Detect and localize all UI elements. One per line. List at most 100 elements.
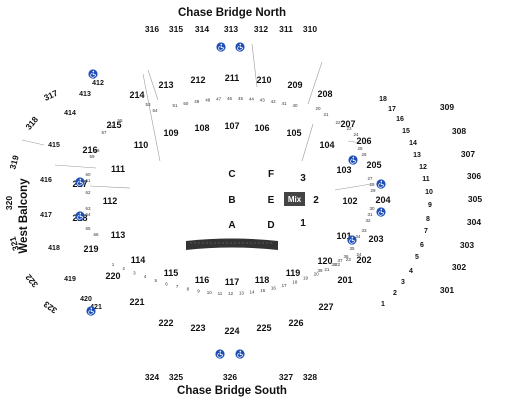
section-116-lower-bowl[interactable]: 116 (195, 275, 210, 285)
section-119-lower-bowl[interactable]: 119 (286, 268, 301, 278)
section-305-east-300s[interactable]: 305 (468, 194, 482, 204)
section-103-lower-bowl[interactable]: 103 (336, 165, 351, 175)
section-302-east-300s[interactable]: 302 (452, 262, 466, 272)
section-106-lower-bowl[interactable]: 106 (254, 123, 269, 133)
section-323-west-balcony[interactable]: 323 (41, 299, 59, 315)
floor-section-c[interactable]: C (228, 169, 235, 180)
section-216-mid-level[interactable]: 216 (82, 145, 97, 155)
section-318-west-balcony[interactable]: 318 (23, 114, 40, 132)
section-104-lower-bowl[interactable]: 104 (319, 140, 334, 150)
section-207-mid-level[interactable]: 207 (340, 119, 355, 129)
section-326-south-bridge[interactable]: 326 (223, 372, 237, 382)
section-308-east-300s[interactable]: 308 (452, 126, 466, 136)
section-205-mid-level[interactable]: 205 (366, 160, 381, 170)
section-114-lower-bowl[interactable]: 114 (131, 255, 146, 265)
section-17-east-rows[interactable]: 17 (388, 106, 396, 113)
section-420-west-400s[interactable]: 420 (80, 296, 92, 303)
section-227-mid-level[interactable]: 227 (318, 302, 333, 312)
section-418-west-400s[interactable]: 418 (48, 245, 60, 252)
section-5-east-rows[interactable]: 5 (415, 254, 419, 261)
section-212-mid-level[interactable]: 212 (190, 75, 205, 85)
section-221-mid-level[interactable]: 221 (129, 297, 144, 307)
section-312-north-bridge[interactable]: 312 (254, 24, 268, 34)
section-417-west-400s[interactable]: 417 (40, 212, 52, 219)
section-303-east-300s[interactable]: 303 (460, 240, 474, 250)
section-12-east-rows[interactable]: 12 (419, 164, 427, 171)
section-206-mid-level[interactable]: 206 (356, 136, 371, 146)
section-13-east-rows[interactable]: 13 (413, 152, 421, 159)
section-107-lower-bowl[interactable]: 107 (224, 121, 239, 131)
section-202-mid-level[interactable]: 202 (356, 255, 371, 265)
section-204-mid-level[interactable]: 204 (375, 195, 390, 205)
section-214-mid-level[interactable]: 214 (129, 90, 144, 100)
section-219-mid-level[interactable]: 219 (83, 244, 98, 254)
section-101-lower-bowl[interactable]: 101 (336, 231, 351, 241)
section-223-mid-level[interactable]: 223 (190, 323, 205, 333)
section-317-west-balcony[interactable]: 317 (42, 88, 59, 103)
section-327-south-bridge[interactable]: 327 (279, 372, 293, 382)
section-16-east-rows[interactable]: 16 (396, 116, 404, 123)
section-321-west-balcony[interactable]: 321 (7, 235, 20, 252)
floor-section-f[interactable]: F (268, 169, 274, 180)
floor-section-e[interactable]: E (268, 195, 275, 206)
section-18-east-rows[interactable]: 18 (379, 96, 387, 103)
section-304-east-300s[interactable]: 304 (467, 217, 481, 227)
section-115-lower-bowl[interactable]: 115 (164, 268, 179, 278)
floor-section-1[interactable]: 1 (300, 218, 306, 229)
section-3-east-rows[interactable]: 3 (401, 279, 405, 286)
section-421-west-400s[interactable]: 421 (90, 304, 102, 311)
section-201-mid-level[interactable]: 201 (337, 275, 352, 285)
section-113-lower-bowl[interactable]: 113 (111, 230, 126, 240)
section-307-east-300s[interactable]: 307 (461, 149, 475, 159)
section-301-east-300s[interactable]: 301 (440, 285, 454, 295)
section-210-mid-level[interactable]: 210 (256, 75, 271, 85)
section-419-west-400s[interactable]: 419 (64, 276, 76, 283)
section-209-mid-level[interactable]: 209 (287, 80, 302, 90)
floor-section-3[interactable]: 3 (300, 173, 306, 184)
section-413-west-400s[interactable]: 413 (79, 91, 91, 98)
section-2-east-rows[interactable]: 2 (393, 290, 397, 297)
section-416-west-400s[interactable]: 416 (40, 177, 52, 184)
section-414-west-400s[interactable]: 414 (64, 110, 76, 117)
section-211-mid-level[interactable]: 211 (225, 73, 240, 83)
section-11-east-rows[interactable]: 11 (422, 176, 430, 183)
section-320-west-balcony[interactable]: 320 (4, 196, 14, 210)
floor-section-a[interactable]: A (228, 220, 235, 231)
section-110-lower-bowl[interactable]: 110 (134, 140, 149, 150)
section-412-west-400s[interactable]: 412 (92, 80, 104, 87)
section-8-east-rows[interactable]: 8 (426, 216, 430, 223)
section-6-east-rows[interactable]: 6 (420, 242, 424, 249)
section-213-mid-level[interactable]: 213 (158, 80, 173, 90)
section-105-lower-bowl[interactable]: 105 (286, 128, 301, 138)
section-10-east-rows[interactable]: 10 (425, 189, 433, 196)
floor-section-d[interactable]: D (267, 220, 274, 231)
section-9-east-rows[interactable]: 9 (428, 202, 432, 209)
section-319-west-balcony[interactable]: 319 (7, 154, 20, 171)
section-108-lower-bowl[interactable]: 108 (194, 123, 209, 133)
section-215-mid-level[interactable]: 215 (106, 120, 121, 130)
section-7-east-rows[interactable]: 7 (424, 228, 428, 235)
section-118-lower-bowl[interactable]: 118 (255, 275, 270, 285)
section-117-lower-bowl[interactable]: 117 (225, 277, 240, 287)
section-120-lower-bowl[interactable]: 120 (317, 256, 332, 266)
section-315-north-bridge[interactable]: 315 (169, 24, 183, 34)
section-111-lower-bowl[interactable]: 111 (111, 164, 125, 174)
floor-section-2[interactable]: 2 (313, 195, 319, 206)
section-225-mid-level[interactable]: 225 (256, 323, 271, 333)
section-109-lower-bowl[interactable]: 109 (163, 128, 178, 138)
section-311-north-bridge[interactable]: 311 (279, 24, 293, 34)
section-313-north-bridge[interactable]: 313 (224, 24, 238, 34)
section-14-east-rows[interactable]: 14 (409, 140, 417, 147)
section-112-lower-bowl[interactable]: 112 (103, 196, 118, 206)
section-15-east-rows[interactable]: 15 (402, 128, 410, 135)
section-4-east-rows[interactable]: 4 (409, 268, 413, 275)
section-316-north-bridge[interactable]: 316 (145, 24, 159, 34)
section-324-south-bridge[interactable]: 324 (145, 372, 159, 382)
section-310-north-bridge[interactable]: 310 (303, 24, 317, 34)
section-309-east-300s[interactable]: 309 (440, 102, 454, 112)
section-325-south-bridge[interactable]: 325 (169, 372, 183, 382)
section-224-mid-level[interactable]: 224 (224, 326, 239, 336)
section-208-mid-level[interactable]: 208 (317, 89, 332, 99)
section-415-west-400s[interactable]: 415 (48, 142, 60, 149)
section-220-mid-level[interactable]: 220 (105, 271, 120, 281)
